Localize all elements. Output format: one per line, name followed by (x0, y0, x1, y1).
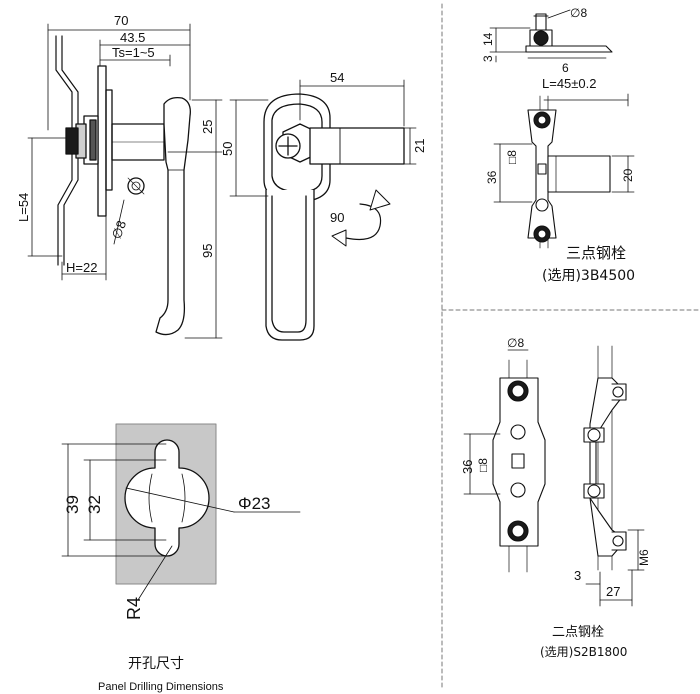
three-point-rod-dims-front (493, 93, 635, 203)
three-point-rod-name: 三点钢栓 (566, 244, 626, 262)
dim-2b-sq: □8 (476, 458, 490, 472)
dim-length: L=54 (16, 193, 31, 222)
dim-mid: 43.5 (120, 30, 145, 45)
dim-front-bar: 21 (412, 139, 427, 153)
dim-3b-14: 14 (481, 32, 495, 46)
handle-front-view (263, 93, 405, 341)
three-point-rod-front (527, 95, 611, 249)
three-point-rod-option: (选用)3B4500 (542, 268, 635, 284)
dim-height: 95 (200, 244, 215, 258)
dim-cutout-dia: Φ23 (238, 494, 270, 513)
dim-top: 25 (200, 120, 215, 134)
side-view-dimensions (27, 23, 223, 339)
cutout-title-en: Panel Drilling Dimensions (98, 681, 224, 693)
two-point-rod-name: 二点钢栓 (552, 625, 604, 640)
front-view-dimensions (229, 79, 417, 247)
two-point-rod-dims-side (585, 529, 645, 607)
dim-ts: Ts=1~5 (112, 45, 155, 60)
two-point-rod-side (583, 345, 627, 571)
dim-front-width: 54 (330, 70, 344, 85)
dim-cutout-39: 39 (63, 495, 82, 514)
dim-overall: 70 (114, 13, 128, 28)
dim-2b-hole: ∅8 (507, 336, 524, 350)
dim-2b-3: 3 (574, 568, 581, 583)
three-point-rod-dims-top (489, 9, 607, 63)
handle-side-view (55, 35, 191, 336)
cutout-title-cn: 开孔尺寸 (128, 656, 184, 672)
dim-3b-6: 6 (562, 61, 569, 75)
two-point-rod-dims-front (463, 349, 529, 495)
three-point-rod-side (525, 13, 613, 53)
dim-2b-m6: M6 (637, 549, 651, 566)
dim-side-hole: ∅8 (109, 218, 129, 241)
dim-front-height: 50 (220, 142, 235, 156)
dim-2b-27: 27 (606, 584, 620, 599)
dim-3b-20: 20 (621, 168, 635, 182)
panel-cutout (115, 423, 217, 585)
cutout-dimensions (61, 443, 301, 601)
rotation-angle: 90 (330, 210, 344, 225)
two-point-rod-front (492, 359, 546, 573)
dim-3b-hole: ∅8 (570, 6, 587, 20)
dim-cutout-32: 32 (85, 495, 104, 514)
dim-3b-L: L=45±0.2 (542, 76, 597, 91)
dim-h: H=22 (66, 260, 97, 275)
dim-3b-sq: □8 (505, 150, 519, 164)
dim-3b-3: 3 (481, 55, 495, 62)
dim-cutout-r: R4 (124, 597, 144, 620)
section-dividers (441, 3, 700, 691)
dim-3b-36: 36 (485, 170, 499, 184)
dim-2b-36: 36 (460, 460, 475, 474)
two-point-rod-option: (选用)S2B1800 (540, 645, 627, 659)
